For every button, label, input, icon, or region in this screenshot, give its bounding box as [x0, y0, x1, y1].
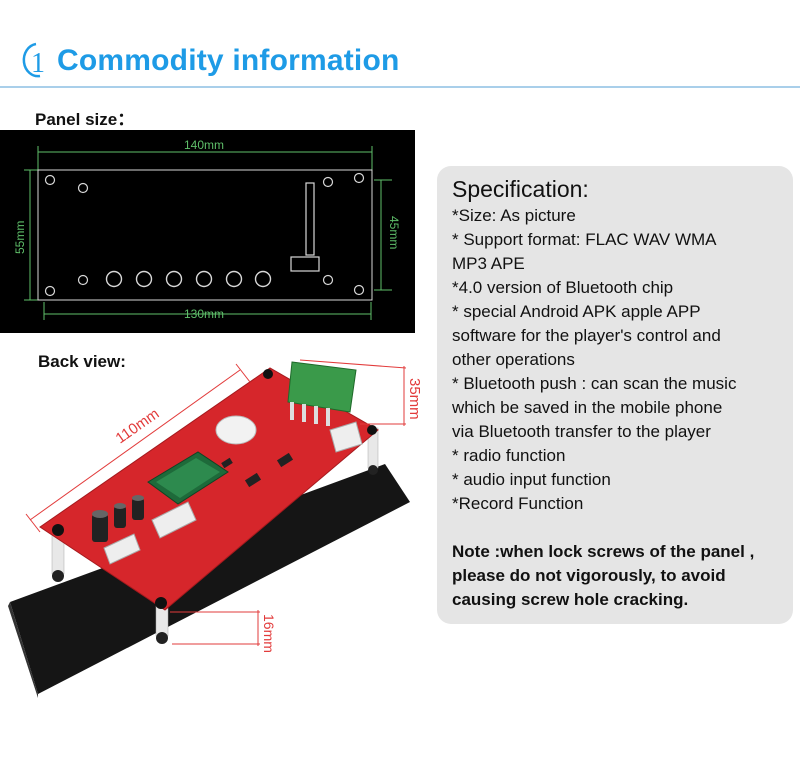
capacitors [92, 495, 144, 542]
page-title: Commodity information [57, 44, 400, 77]
dimension-length [25, 363, 251, 533]
spec-line: * radio function [452, 446, 566, 465]
dimension-module-label: 35mm [406, 378, 423, 420]
spec-line: *Size: As picture [452, 206, 576, 225]
number-one-icon: 1 [22, 42, 45, 79]
connector-right [329, 421, 363, 453]
installation-note: Note :when lock screws of the panel , pl… [452, 540, 787, 612]
note-line: Note :when lock screws of the panel , [452, 542, 755, 561]
note-line: please do not vigorously, to avoid [452, 566, 726, 585]
dimension-module [299, 359, 407, 426]
antenna-module [287, 361, 357, 413]
dimension-height [170, 610, 260, 646]
metal-panel [10, 464, 410, 694]
spec-line: via Bluetooth transfer to the player [452, 422, 711, 441]
dimension-bottom-label: 130mm [184, 307, 224, 321]
screw-holes [44, 172, 365, 297]
note-line: causing screw hole cracking. [452, 590, 689, 609]
spec-line: * Support format: FLAC WAV WMA [452, 230, 717, 249]
spec-line: which be saved in the mobile phone [452, 398, 723, 417]
card-slot [305, 182, 315, 256]
back-view-illustration: 110mm 35mm 16mm Back view: [0, 352, 430, 752]
spec-line: *Record Function [452, 494, 584, 513]
dimension-right-label: 45mm [387, 216, 401, 249]
spec-line: MP3 APE [452, 254, 525, 273]
header-divider [0, 86, 800, 88]
svg-text:1: 1 [31, 48, 45, 79]
spec-line: software for the player's control and [452, 326, 721, 345]
spec-line: * audio input function [452, 470, 611, 489]
spec-title: Specification: [452, 176, 589, 202]
panel-size-diagram: 140mm 130mm 55mm 45mm [0, 130, 415, 333]
spec-line: other operations [452, 350, 575, 369]
pcb-label [215, 415, 257, 445]
dimension-length-label: 110mm [113, 405, 163, 447]
spec-line: * special Android APK apple APP [452, 302, 701, 321]
panel-size-label: Panel size： [35, 110, 135, 129]
usb-port [290, 256, 320, 272]
connector-middle [151, 501, 197, 539]
button-holes [105, 270, 272, 288]
spec-list: *Size: As picture * Support format: FLAC… [452, 204, 787, 516]
specification-panel: Specification: *Size: As picture * Suppo… [437, 166, 793, 624]
section-header: 1 Commodity information [0, 0, 800, 88]
dimension-top-label: 140mm [184, 138, 224, 152]
spec-line: * Bluetooth push : can scan the music [452, 374, 737, 393]
connector-left [103, 533, 141, 565]
dimension-left-label: 55mm [13, 221, 27, 254]
dimension-height-label: 16mm [261, 614, 277, 653]
spec-line: *4.0 version of Bluetooth chip [452, 278, 674, 297]
back-view-label: Back view: [38, 352, 126, 371]
